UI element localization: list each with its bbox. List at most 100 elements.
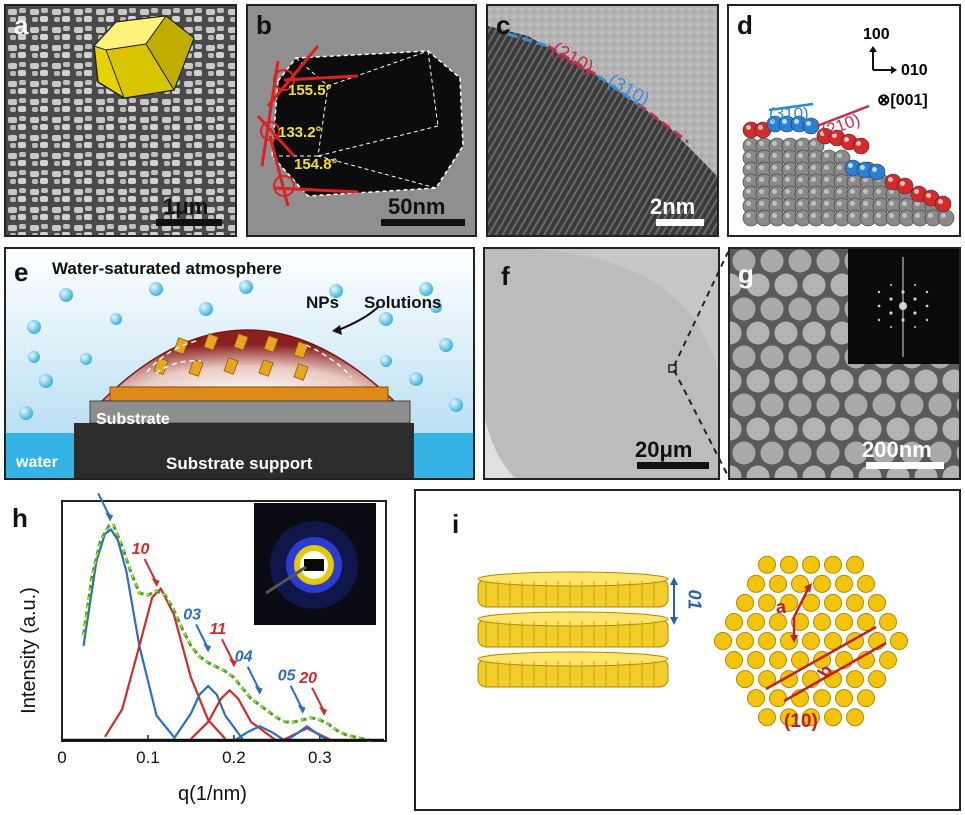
peak-component-line <box>172 684 244 740</box>
panel-i: i 01 a b (10) <box>414 489 961 811</box>
panel-a-image <box>6 6 235 235</box>
substrate-support <box>74 423 414 478</box>
panel-e: e Water-saturated atmosphere NPs Solutio… <box>4 247 475 480</box>
panel-d-facet-310: (310) <box>769 104 809 123</box>
support-label: Substrate support <box>166 454 313 473</box>
panel-c-label: c <box>496 10 511 40</box>
lattice-plane-line <box>765 625 877 691</box>
panel-b-image <box>248 6 475 235</box>
panel-i-model <box>477 555 908 727</box>
panel-d: d 100 010 ⊗[001] (310) (210) <box>727 4 961 237</box>
panel-e-label: e <box>14 257 29 287</box>
panel-g-scalebar <box>866 462 944 469</box>
peak-index-label: 04 <box>235 649 253 666</box>
panel-g-image <box>730 249 959 478</box>
x-tick-label: 0 <box>57 748 66 767</box>
panel-d-atomic-model <box>742 102 955 227</box>
panel-f-label: f <box>501 261 510 291</box>
panel-a-label: a <box>14 10 29 40</box>
panel-b: b 155.5° 133.2° 154.8° 50nm <box>246 4 477 237</box>
facet-tangent-lines <box>256 45 359 207</box>
peak-component-line <box>104 586 227 740</box>
vector-a-label: a <box>776 597 787 617</box>
x-tick-label: 0.3 <box>308 748 332 767</box>
x-axis-label: q(1/nm) <box>178 783 247 805</box>
water-droplets <box>19 280 463 420</box>
panel-f-scalebar <box>637 462 709 469</box>
peak-arrowhead <box>254 685 263 695</box>
axis-arrows-icon <box>869 46 897 74</box>
peak-arrowhead <box>203 643 212 653</box>
peak-arrowhead <box>151 577 160 587</box>
panel-b-scale-text: 50nm <box>388 194 446 219</box>
panel-c-scale-text: 2nm <box>650 194 696 219</box>
substrate-label: Substrate <box>96 411 170 428</box>
panel-b-scalebar <box>381 219 465 226</box>
peak-index-label: 05 <box>278 668 297 685</box>
panel-g-label: g <box>738 259 754 289</box>
plane-label: (10) <box>784 711 818 732</box>
x-tick-label: 0.1 <box>136 748 160 767</box>
saxs-pattern-inset <box>254 503 376 625</box>
x-tick-label: 0.2 <box>222 748 246 767</box>
peak-arrowhead <box>228 658 237 668</box>
peak-arrow <box>220 638 235 664</box>
y-axis-label: Intensity (a.u.) <box>17 587 40 714</box>
lattice-plane-line <box>783 641 887 703</box>
peak-component-line <box>284 724 330 742</box>
peak-index-label: 10 <box>132 541 150 558</box>
panel-b-label: b <box>256 10 272 40</box>
panel-c: c (210) (310) 2nm <box>486 4 719 237</box>
panel-a-scale-text: 1μm <box>163 194 209 219</box>
panel-a-scalebar <box>156 219 222 226</box>
atmosphere-label: Water-saturated atmosphere <box>52 259 282 278</box>
angle-label-2: 133.2° <box>278 124 322 141</box>
superlattice-stack <box>477 571 669 688</box>
peak-index-label: 20 <box>298 670 317 687</box>
atom-spheres <box>742 115 955 227</box>
stack-label: 01 <box>684 589 705 610</box>
axis-100-label: 100 <box>863 26 890 43</box>
crystal-model-icon <box>93 15 195 99</box>
zoom-region-marker <box>668 364 677 373</box>
peak-index-label: 03 <box>183 606 201 623</box>
axis-001-label: ⊗[001] <box>877 92 928 109</box>
peak-arrow <box>311 687 326 713</box>
peak-component-line <box>280 727 334 742</box>
peak-arrow <box>246 666 261 692</box>
panel-i-label: i <box>452 509 460 539</box>
peak-arrowhead <box>105 512 114 522</box>
peak-index-label: 11 <box>210 621 227 638</box>
peak-component-line <box>190 688 278 742</box>
peak-component-line <box>233 724 287 742</box>
axis-010-label: 010 <box>901 62 928 79</box>
solutions-label: Solutions <box>364 293 442 312</box>
angle-label-3: 154.8° <box>294 156 338 173</box>
peak-arrow <box>195 623 210 649</box>
nps-label: NPs <box>306 293 340 312</box>
panel-g: g 200nm <box>728 247 961 480</box>
nanoparticles <box>153 333 309 381</box>
fit-sum-line <box>82 523 372 743</box>
peak-arrow <box>97 492 112 518</box>
angle-label-1: 155.5° <box>288 82 332 99</box>
peak-index-label: 01 <box>85 489 103 492</box>
panel-f: f 20μm <box>483 247 720 480</box>
peak-arrowhead <box>319 706 328 716</box>
panel-c-image <box>488 6 717 235</box>
peak-arrow <box>143 558 158 584</box>
water-label: water <box>16 454 58 471</box>
panel-e-schematic <box>6 280 473 478</box>
panel-c-scalebar <box>656 219 704 226</box>
panel-f-scale-text: 20μm <box>635 437 693 462</box>
panel-g-scale-text: 200nm <box>862 437 932 462</box>
panel-d-label: d <box>737 10 753 40</box>
peak-arrow <box>289 685 304 711</box>
nanoparticle-film <box>109 386 389 402</box>
solutions-arrow-icon <box>335 306 379 332</box>
panel-h-label: h <box>12 503 28 533</box>
peak-arrowhead <box>297 704 306 714</box>
hexagonal-lattice <box>714 555 908 727</box>
